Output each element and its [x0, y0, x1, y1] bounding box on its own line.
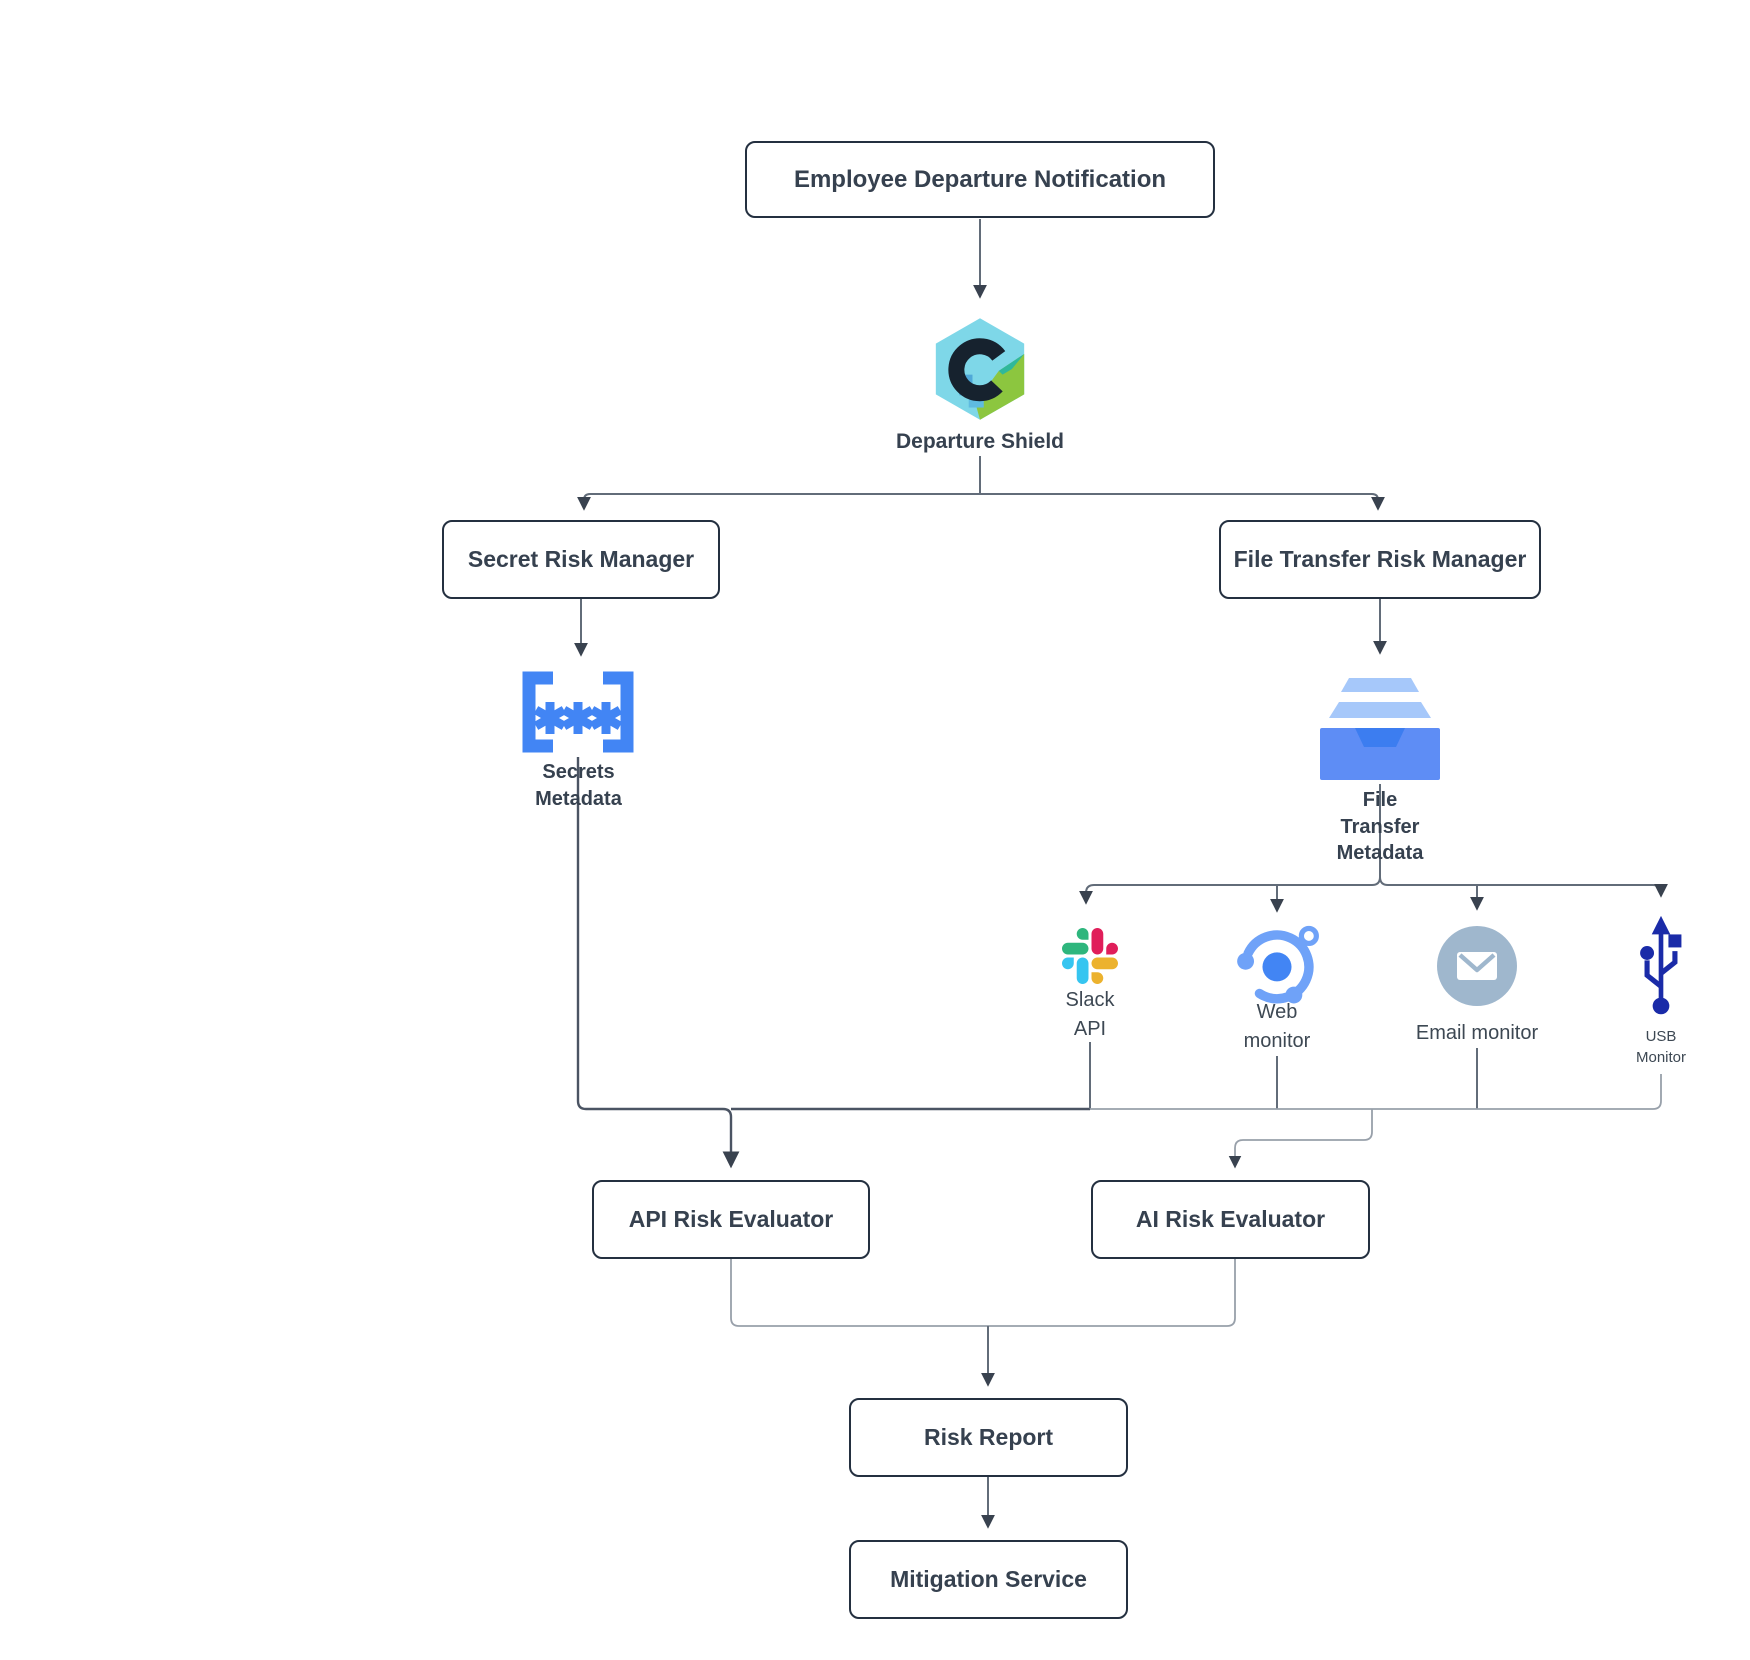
- caption-line: Departure Shield: [895, 430, 1065, 453]
- node-label: Employee Departure Notification: [793, 165, 1167, 193]
- node-mitigation-service: Mitigation Service: [849, 1540, 1128, 1619]
- node-label: Mitigation Service: [890, 1566, 1087, 1592]
- caption-line: File: [1362, 789, 1398, 811]
- caption-web-monitor: Web monitor: [1207, 998, 1347, 1056]
- caption-line: Metadata: [1336, 842, 1424, 864]
- caption-secrets-metadata: Secrets Metadata: [481, 759, 676, 813]
- caption-line: Transfer: [1340, 815, 1420, 838]
- edge-shield-to-file-manager: [980, 493, 1385, 511]
- usb-connector-icon: [1640, 915, 1682, 1015]
- node-api-risk-evaluator: API Risk Evaluator: [592, 1180, 870, 1259]
- caption-line: Secrets: [542, 761, 615, 783]
- edge-shield-to-secret-manager: [577, 493, 980, 511]
- edge-usb-drop-bus-right: [1090, 1074, 1662, 1110]
- edge-secrets-to-api-evaluator: [576, 757, 740, 1169]
- caption-line: monitor: [1243, 1030, 1311, 1052]
- caption-line: USB: [1645, 1028, 1677, 1045]
- node-risk-report: Risk Report: [849, 1398, 1128, 1477]
- slack-logo-icon: [1062, 928, 1118, 984]
- edge-ai-evaluator-merge: [988, 1259, 1236, 1327]
- edge-file-metadata-to-slack: [1079, 876, 1381, 905]
- node-label: File Transfer Risk Manager: [1233, 546, 1527, 572]
- node-file-transfer-risk-manager: File Transfer Risk Manager: [1219, 520, 1541, 599]
- caption-email-monitor: Email monitor: [1387, 1019, 1567, 1048]
- orbit-monitor-icon: [1237, 925, 1319, 1004]
- node-ai-risk-evaluator: AI Risk Evaluator: [1091, 1180, 1370, 1259]
- edge-file-metadata-to-usb: [1379, 876, 1668, 898]
- node-label: Secret Risk Manager: [467, 546, 695, 572]
- inbox-tray-icon: [1320, 678, 1440, 780]
- node-secret-risk-manager: Secret Risk Manager: [442, 520, 720, 599]
- caption-line: Slack: [1065, 989, 1115, 1011]
- password-brackets-icon: [522, 671, 634, 753]
- hexagon-cube-logo-icon: [935, 318, 1025, 420]
- caption-file-transfer-metadata: File Transfer Metadata: [1295, 787, 1465, 867]
- caption-line: Email monitor: [1415, 1022, 1539, 1044]
- node-label: AI Risk Evaluator: [1135, 1206, 1326, 1232]
- caption-line: Metadata: [535, 788, 622, 810]
- caption-departure-shield: Departure Shield: [805, 430, 1155, 454]
- edge-api-evaluator-merge: [730, 1259, 988, 1327]
- caption-line: API: [1073, 1018, 1107, 1040]
- node-employee-departure-notification: Employee Departure Notification: [745, 141, 1215, 218]
- node-label: Risk Report: [923, 1424, 1054, 1450]
- envelope-circle-icon: [1437, 926, 1517, 1006]
- caption-line: Monitor: [1635, 1049, 1687, 1066]
- caption-slack-api: Slack API: [1030, 986, 1150, 1044]
- caption-usb-monitor: USB Monitor: [1611, 1026, 1711, 1068]
- edge-bus-to-ai-evaluator: [1228, 1109, 1373, 1169]
- node-label: API Risk Evaluator: [628, 1206, 834, 1232]
- caption-line: Web: [1256, 1001, 1298, 1023]
